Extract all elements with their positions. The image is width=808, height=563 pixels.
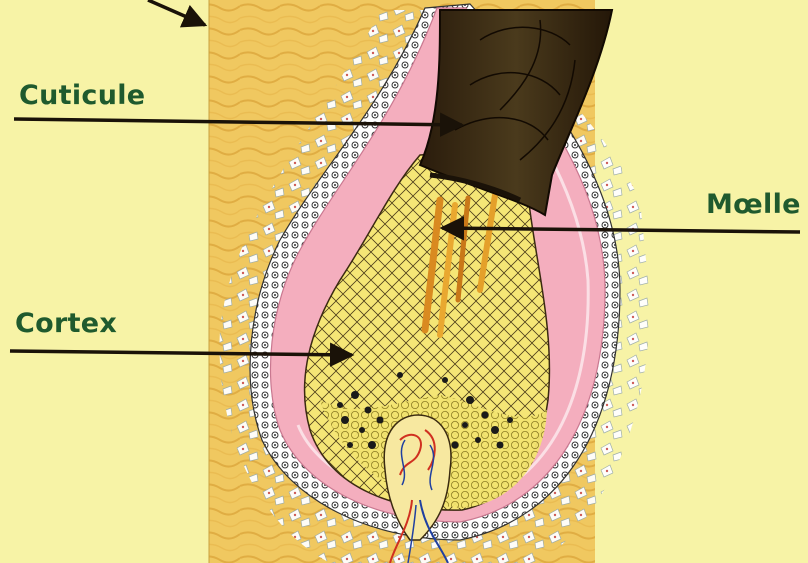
label-moelle: Mœlle	[706, 189, 801, 220]
label-cortex: Cortex	[15, 308, 117, 339]
top-left-arrow	[148, 0, 205, 25]
label-cuticule: Cuticule	[19, 80, 145, 111]
